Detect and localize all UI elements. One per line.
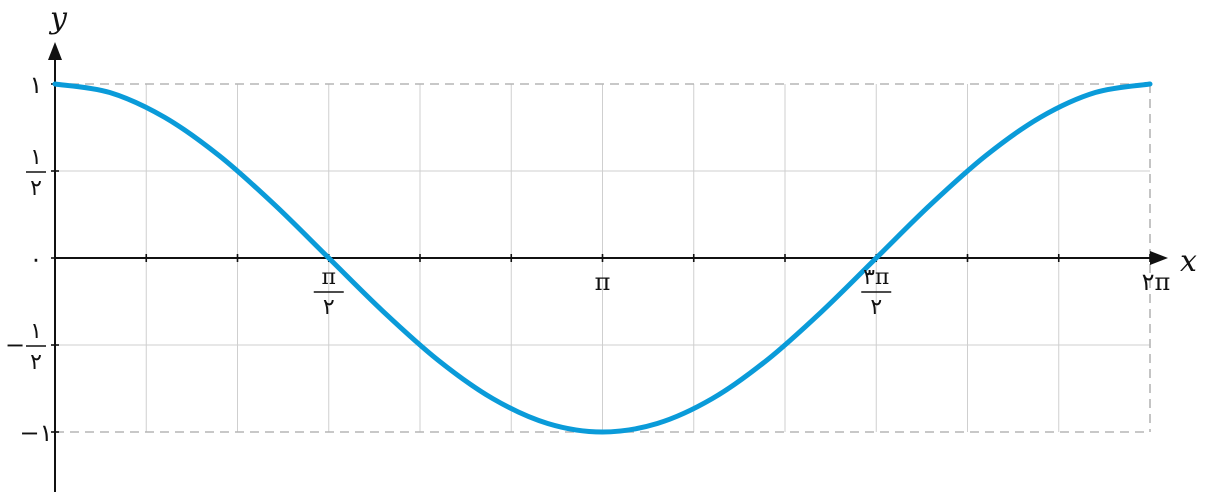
x-tick-label-denominator: ۲ (870, 295, 882, 320)
y-tick-label-sign: − (5, 331, 25, 359)
series-line-cosine (52, 81, 1153, 435)
y-tick-label: −۱ (20, 419, 53, 447)
y-tick-label-denominator: ۲ (30, 350, 42, 375)
y-tick-label-numerator: ۱ (30, 319, 42, 344)
x-tick-label: ۲π (1142, 268, 1171, 296)
x-tick-label-denominator: ۲ (323, 295, 335, 320)
y-tick-label: ۱ (30, 71, 43, 99)
x-tick-label-numerator: ۳π (863, 265, 889, 290)
x-tick-label-numerator: π (322, 265, 336, 290)
y-tick-label: ۰ (30, 245, 43, 273)
x-tick-label: π (595, 268, 611, 296)
y-axis-label: y (48, 1, 68, 36)
y-tick-label-denominator: ۲ (30, 176, 42, 201)
x-axis-arrow-icon (1150, 251, 1168, 265)
y-axis-arrow-icon (48, 42, 62, 60)
axes (48, 42, 1168, 492)
y-tick-label-numerator: ۱ (30, 145, 42, 170)
series (52, 81, 1153, 435)
x-axis-label: x (1180, 244, 1197, 279)
